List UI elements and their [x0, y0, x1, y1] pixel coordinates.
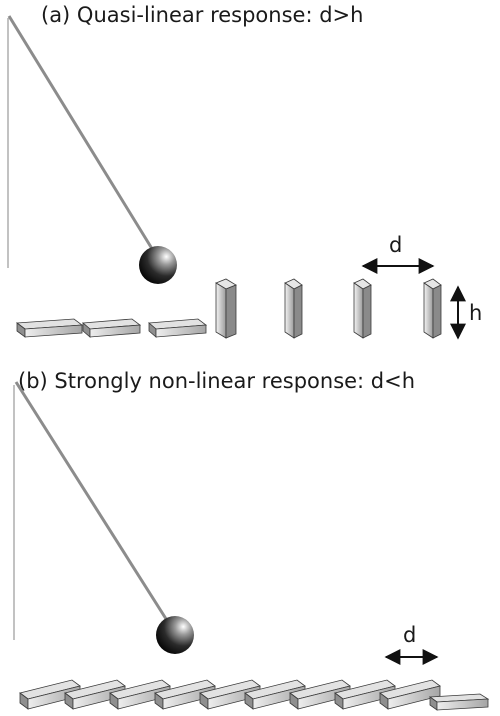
- pendulum-ball: [139, 246, 177, 284]
- standing-domino: [215, 278, 237, 339]
- tilted-domino: [244, 679, 306, 710]
- fallen-domino: [82, 318, 142, 338]
- panel-a: d h: [7, 15, 482, 340]
- tilted-domino: [19, 679, 81, 710]
- tilted-domino: [154, 679, 216, 710]
- spacing-label: d: [389, 233, 402, 257]
- tilted-domino: [334, 679, 396, 710]
- pendulum-string: [7, 15, 156, 253]
- pendulum-string: [14, 381, 170, 623]
- panel-a-caption: (a) Quasi-linear response: d>h: [41, 3, 364, 27]
- spacing-label: d: [403, 623, 416, 647]
- panel-b-caption: (b) Strongly non-linear response: d<h: [18, 369, 416, 393]
- tilted-domino: [199, 679, 261, 710]
- panel-b: d: [13, 381, 490, 711]
- standing-domino: [353, 278, 372, 339]
- flat-domino: [428, 693, 490, 711]
- pendulum-ball: [156, 616, 194, 654]
- standing-domino: [423, 278, 442, 339]
- standing-domino: [284, 278, 303, 339]
- tilted-domino: [289, 679, 351, 710]
- height-label: h: [469, 301, 482, 325]
- fallen-domino: [15, 318, 84, 338]
- fallen-domino: [148, 318, 208, 338]
- tilted-domino: [379, 679, 441, 710]
